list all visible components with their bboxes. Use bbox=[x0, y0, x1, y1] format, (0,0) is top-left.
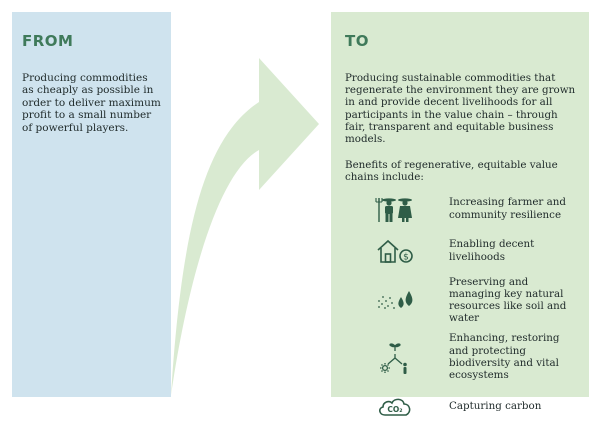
from-panel: FROM Producing commodities as cheaply as… bbox=[12, 12, 171, 397]
benefit-label: Preserving and managing key natural reso… bbox=[449, 275, 567, 325]
benefit-label: Capturing carbon bbox=[449, 400, 542, 413]
svg-text:$: $ bbox=[403, 252, 409, 262]
benefit-label: Increasing farmer and community resilien… bbox=[449, 196, 566, 221]
benefit-label: Enabling decent livelihoods bbox=[449, 238, 535, 263]
to-description: Producing sustainable commodities that r… bbox=[345, 72, 576, 146]
house-money-icon: $ bbox=[365, 234, 425, 268]
benefit-item-livelihoods: $ Enabling decent livelihoods bbox=[345, 234, 577, 268]
farmers-icon bbox=[365, 192, 425, 226]
benefit-label: Enhancing, restoring and protecting biod… bbox=[449, 332, 560, 382]
benefit-list: Increasing farmer and community resilien… bbox=[345, 192, 577, 423]
to-title: TO bbox=[345, 32, 369, 50]
benefit-item-resources: Preserving and managing key natural reso… bbox=[345, 276, 577, 325]
soil-water-icon bbox=[365, 283, 425, 317]
to-panel: TO Producing sustainable commodities tha… bbox=[331, 12, 589, 417]
transition-arrow bbox=[171, 58, 319, 395]
benefit-item-carbon: CO₂ Capturing carbon bbox=[345, 389, 577, 423]
ecosystem-icon bbox=[365, 340, 425, 374]
benefit-item-biodiversity: Enhancing, restoring and protecting biod… bbox=[345, 332, 577, 381]
co2-icon-text: CO₂ bbox=[387, 405, 402, 414]
benefit-item-resilience: Increasing farmer and community resilien… bbox=[345, 192, 577, 226]
from-description: Producing commodities as cheaply as poss… bbox=[22, 72, 161, 134]
from-title: FROM bbox=[22, 32, 74, 50]
benefits-intro: Benefits of regenerative, equitable valu… bbox=[345, 159, 558, 184]
co2-cloud-icon: CO₂ bbox=[365, 389, 425, 423]
